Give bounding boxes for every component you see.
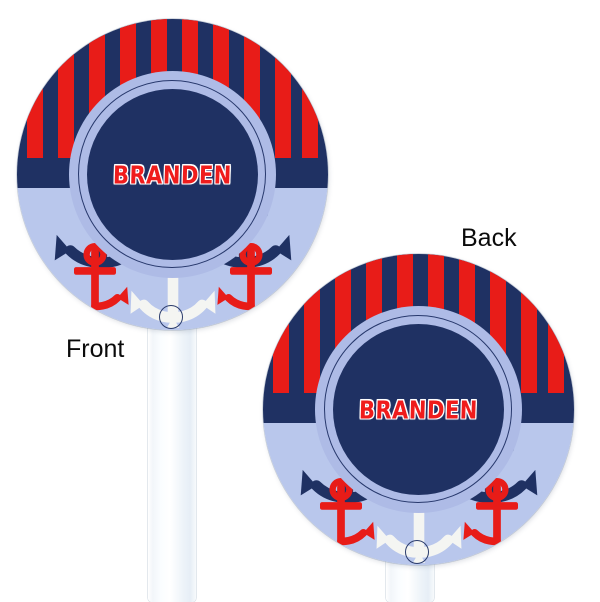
- front-anchor-right-red: [216, 241, 286, 317]
- front-name-text: BRANDEN: [112, 160, 233, 189]
- front-anchor-left-red: [60, 241, 130, 317]
- back-caption: Back: [461, 224, 517, 252]
- back-anchor-left-red: [306, 476, 376, 552]
- front-stick-hole: [159, 305, 183, 329]
- front-disc: BRANDEN: [17, 19, 328, 330]
- front-medallion: BRANDEN: [69, 71, 276, 278]
- front-caption: Front: [66, 335, 125, 363]
- front-stick: [148, 306, 196, 602]
- back-medallion: BRANDEN: [315, 306, 522, 513]
- back-stick-hole: [405, 540, 429, 564]
- back-anchor-right-red: [462, 476, 532, 552]
